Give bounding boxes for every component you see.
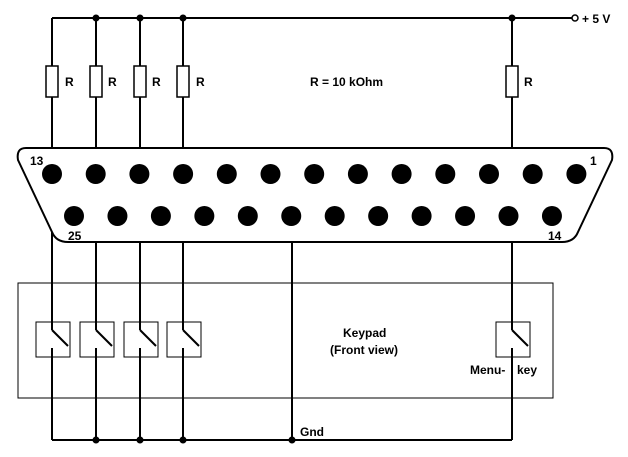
connector-pin-14	[541, 206, 562, 226]
connector-pin-8	[260, 164, 281, 184]
switch-1	[35, 321, 71, 358]
keypad-switches	[35, 321, 531, 358]
connector-pin-21	[237, 206, 258, 226]
keypad-box	[17, 282, 554, 399]
connector-pin-11	[129, 164, 150, 184]
resistor-3	[133, 65, 147, 98]
resistor-label-4: R	[196, 75, 205, 89]
connector-pins	[42, 164, 587, 226]
resistor-label-5: R	[524, 75, 533, 89]
resistor-label-3: R	[152, 75, 161, 89]
connector-pin-22	[194, 206, 215, 226]
connector-pin-25	[64, 206, 84, 226]
resistor-value-label: R = 10 kOhm	[310, 75, 383, 89]
ground-label: Gnd	[300, 425, 324, 439]
connector-pin-5	[391, 164, 412, 184]
resistor-2	[89, 65, 103, 98]
switch-4	[166, 321, 202, 358]
resistors: R R R R R	[45, 65, 533, 98]
ground-junctions	[92, 436, 296, 444]
menu-key-label-b: key	[517, 363, 537, 377]
connector-pin-4	[435, 164, 456, 184]
connector-pin-13	[42, 164, 62, 184]
connector-pin-6	[347, 164, 368, 184]
connector-pin-12	[85, 164, 106, 184]
connector-pin-9	[216, 164, 237, 184]
pin-1-label: 1	[590, 154, 597, 168]
switch-3	[123, 321, 159, 358]
connector-pin-17	[411, 206, 432, 226]
connector-pin-24	[107, 206, 128, 226]
pin-14-label: 14	[548, 229, 562, 243]
connector-pin-18	[368, 206, 389, 226]
resistor-label-2: R	[108, 75, 117, 89]
connector-pin-3	[479, 164, 499, 184]
pin-25-label: 25	[68, 229, 82, 243]
connector-pin-19	[324, 206, 345, 226]
menu-key-label-a: Menu-	[470, 363, 505, 377]
supply-label: + 5 V	[582, 12, 610, 26]
connector-pin-15	[498, 206, 519, 226]
connector-pin-23	[150, 206, 171, 226]
pin-13-label: 13	[30, 154, 44, 168]
db25-connector-shell	[16, 147, 614, 243]
keypad-title: Keypad	[343, 326, 386, 340]
switch-2	[79, 321, 115, 358]
supply-terminal	[571, 14, 579, 22]
connector-pin-2	[522, 164, 543, 184]
resistor-4	[176, 65, 190, 98]
resistor-1	[45, 65, 59, 98]
switch-menu-key	[495, 321, 531, 358]
supply-junctions	[92, 14, 516, 22]
connector-pin-20	[281, 206, 302, 226]
keypad-subtitle: (Front view)	[330, 343, 398, 357]
connector-pin-1	[566, 164, 587, 184]
connector-pin-10	[173, 164, 194, 184]
resistor-5	[505, 65, 519, 98]
resistor-label-1: R	[65, 75, 74, 89]
connector-pin-16	[455, 206, 476, 226]
connector-pin-7	[304, 164, 325, 184]
